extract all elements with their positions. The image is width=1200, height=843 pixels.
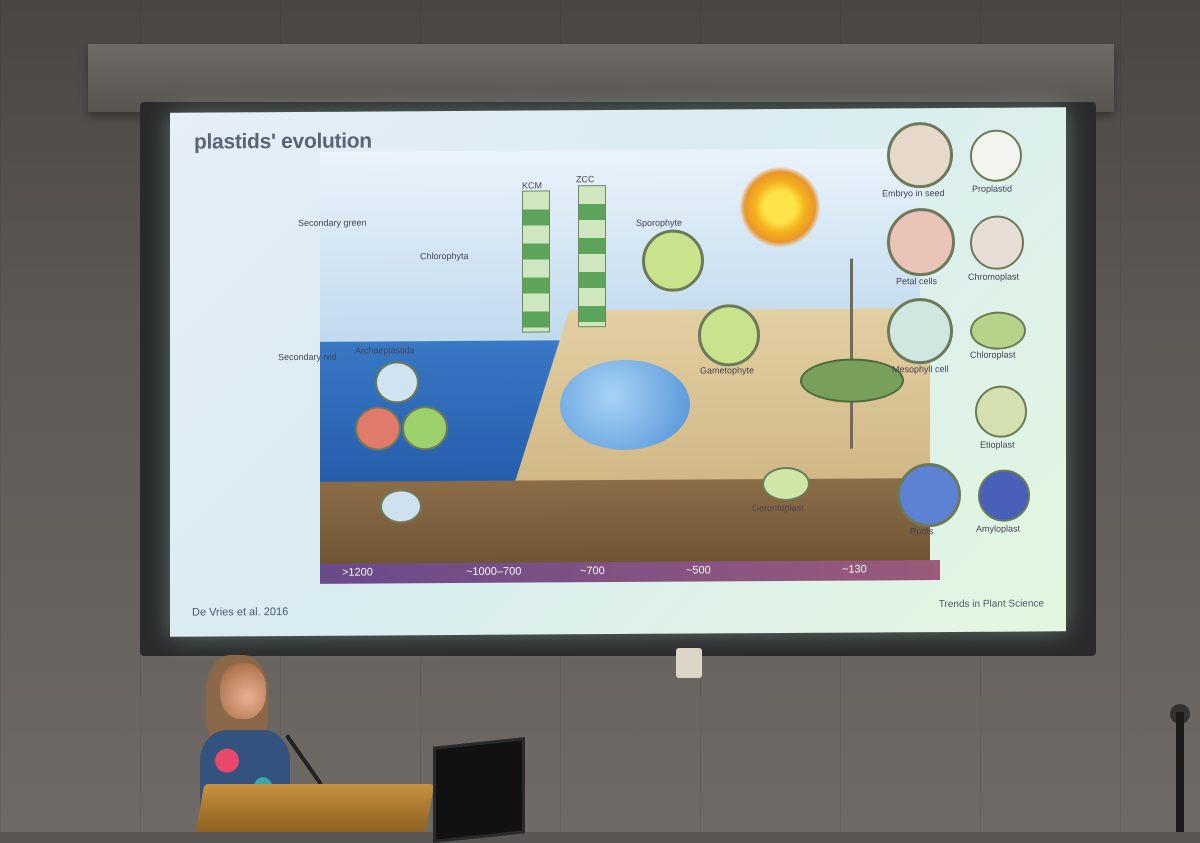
- sporophyte-cell: [642, 229, 704, 292]
- timeline-label: ~130: [842, 563, 867, 576]
- sun-icon: [740, 166, 820, 248]
- etioplast-cell: [975, 385, 1027, 438]
- embryo-in-seed-cell: [887, 121, 953, 189]
- podium: [195, 784, 435, 832]
- chromoplast-cell: [970, 215, 1024, 270]
- root-cell: [897, 462, 961, 528]
- glaucophyte-cell: [380, 489, 422, 524]
- flowering-plant-stem: [850, 258, 853, 449]
- label-kcm: KCM: [522, 180, 542, 191]
- label-chromoplast: Chromoplast: [968, 271, 1020, 282]
- timeline-label: ~700: [580, 565, 605, 578]
- red-algae-cell: [355, 406, 401, 451]
- wall-outlet: [676, 648, 702, 678]
- speaker: [200, 655, 290, 832]
- label-amyloplast: Amyloplast: [976, 523, 1021, 534]
- label-gerontoplast: Gerontoplast: [752, 502, 804, 514]
- petal-cells-cell: [887, 207, 955, 277]
- amyloplast-cell: [978, 469, 1030, 522]
- green-algae-cell: [402, 406, 448, 451]
- label-rootlets: Roots: [910, 526, 934, 537]
- gerontoplast-cell: [762, 466, 810, 502]
- timeline-label: ~500: [686, 564, 711, 577]
- timeline-label: >1200: [342, 566, 373, 579]
- projector-screen-housing: [88, 44, 1114, 112]
- zcc-algae-column: [578, 185, 606, 328]
- label-etioplast: Etioplast: [980, 439, 1015, 450]
- label-chlorophyta: Chlorophyta: [420, 250, 469, 262]
- freshwater-lake: [560, 359, 690, 451]
- label-sporophyte: Sporophyte: [636, 217, 683, 228]
- kcm-algae-column: [522, 190, 550, 333]
- label-secondary-green: Secondary green: [298, 217, 367, 228]
- label-proplastid: Proplastid: [972, 183, 1013, 194]
- label-chloroplast: Chloroplast: [970, 349, 1016, 360]
- podium-monitor: [433, 737, 525, 843]
- label-gametophyte: Gametophyte: [700, 365, 755, 376]
- label-mesophyll-cell: Mesophyll cell: [892, 363, 949, 375]
- speaker-head: [220, 663, 266, 719]
- proplastid-cell: [970, 129, 1022, 182]
- label-embryo-in-seed: Embryo in seed: [882, 188, 945, 199]
- slide-source: Trends in Plant Science: [938, 598, 1044, 611]
- label-zcc: ZCC: [576, 174, 595, 185]
- chloroplast-cell: [970, 311, 1026, 350]
- label-archaeplastida: Archaeplastida: [355, 345, 415, 356]
- projected-slide: plastids' evolution Secondary green Chlo…: [170, 107, 1066, 637]
- timeline-label: ~1000–700: [466, 565, 522, 578]
- gametophyte-cell: [698, 304, 760, 367]
- microphone-stand: [1176, 712, 1184, 832]
- label-secondary-red: Secondary red: [278, 351, 337, 363]
- label-petal-cells: Petal cells: [896, 276, 938, 287]
- archaeplastida-cell: [375, 361, 419, 404]
- mesophyll-cell: [887, 297, 953, 365]
- slide-citation: De Vries et al. 2016: [192, 606, 289, 619]
